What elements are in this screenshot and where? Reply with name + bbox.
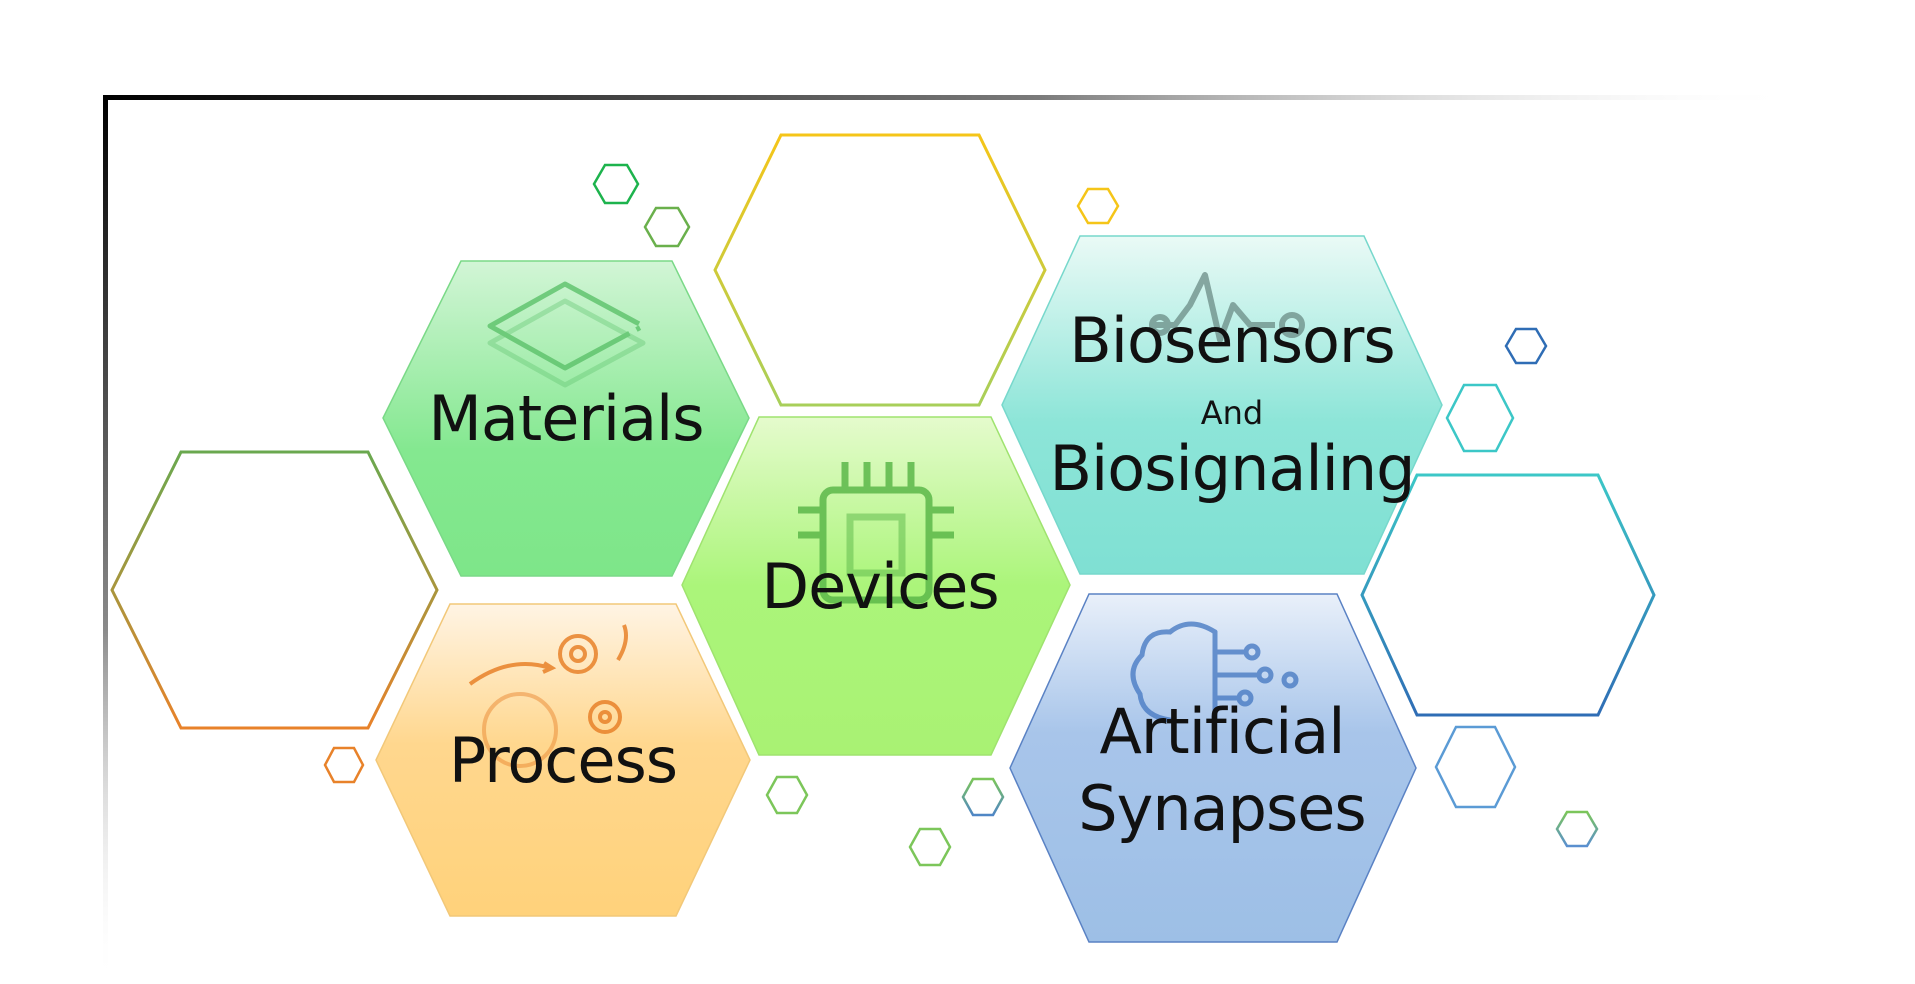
devices-label: Devices: [761, 550, 998, 623]
layers-icon: [487, 281, 646, 388]
small-hexagon: [1434, 725, 1517, 809]
biosensors-hexagon: Biosensors And Biosignaling: [1001, 235, 1443, 575]
process-label: Process: [449, 724, 677, 797]
microchip-icon: [798, 462, 954, 604]
small-hexagon: [765, 775, 809, 815]
small-hexagon: [1555, 810, 1599, 848]
outline-hexagon-top: [713, 133, 1047, 407]
small-hexagon: [643, 206, 691, 248]
small-hexagon: [1504, 327, 1548, 365]
frame-top-line: [103, 95, 1803, 100]
materials-hexagon: Materials: [382, 260, 750, 577]
small-hexagon: [592, 163, 640, 205]
materials-label: Materials: [428, 382, 703, 455]
outline-hexagon-right: [1360, 473, 1656, 717]
gears-icon: [468, 624, 628, 768]
small-hexagon: [908, 827, 952, 867]
biosensors-label-line1: Biosensors: [1069, 304, 1394, 377]
outline-hexagon-left: [110, 450, 439, 730]
small-hexagon: [961, 777, 1005, 817]
devices-hexagon: Devices: [681, 416, 1071, 756]
artificial-synapses-label-line1: Artificial: [1099, 695, 1344, 768]
artificial-synapses-hexagon: Artificial Synapses: [1009, 593, 1417, 943]
small-hexagon: [323, 746, 365, 784]
brain-circuit-icon: [1130, 621, 1299, 723]
frame-left-line: [103, 95, 108, 984]
biosensors-label-line3: Biosignaling: [1050, 432, 1415, 505]
small-hexagon: [1076, 187, 1120, 225]
process-hexagon: Process: [375, 603, 751, 917]
biosensors-label-line2: And: [1201, 394, 1263, 432]
heartbeat-signal-icon: [1149, 272, 1305, 343]
small-hexagon: [1445, 383, 1515, 453]
artificial-synapses-label-line2: Synapses: [1078, 772, 1365, 845]
